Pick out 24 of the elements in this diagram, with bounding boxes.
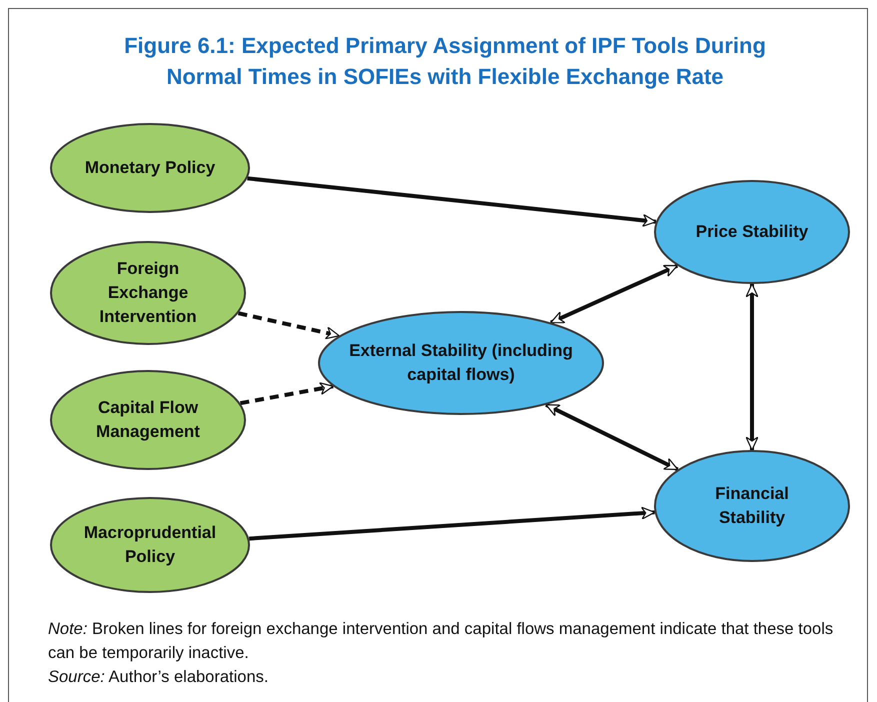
arrow	[550, 264, 678, 324]
node-label: Foreign Exchange Intervention	[98, 258, 198, 328]
tool-ellipse	[50, 497, 250, 593]
arrow	[545, 403, 679, 472]
arrow	[745, 283, 759, 451]
node-label: Macroprudential Policy	[82, 522, 218, 568]
note-text: Note: Broken lines for foreign exchange intervention and capital flows management indicate that these tools can be temporarily inactive.	[48, 619, 834, 664]
goal-ellipse	[654, 180, 850, 284]
figure-title: Figure 6.1: Expected Primary Assignment of IPF Tools During Normal Times in SOFIEs with Flexible Exchange Rate	[123, 32, 767, 91]
node-label: Financial Stability	[714, 483, 790, 529]
goal-ellipse	[654, 450, 850, 562]
tool-ellipse	[50, 370, 246, 470]
tool-ellipse	[50, 241, 246, 345]
dashed-arrow	[238, 311, 340, 340]
node-label: Capital Flow Management	[95, 397, 201, 443]
arrow	[248, 506, 656, 541]
node-label: External Stability (including capital flows)	[348, 340, 574, 386]
node-label: Price Stability	[696, 221, 808, 243]
arrow	[247, 176, 656, 227]
tool-ellipse	[50, 123, 250, 213]
goal-ellipse	[318, 311, 604, 415]
node-label: Monetary Policy	[84, 157, 216, 179]
dashed-arrow	[240, 382, 334, 406]
note-text: Source: Author’s elaborations.	[48, 667, 270, 688]
